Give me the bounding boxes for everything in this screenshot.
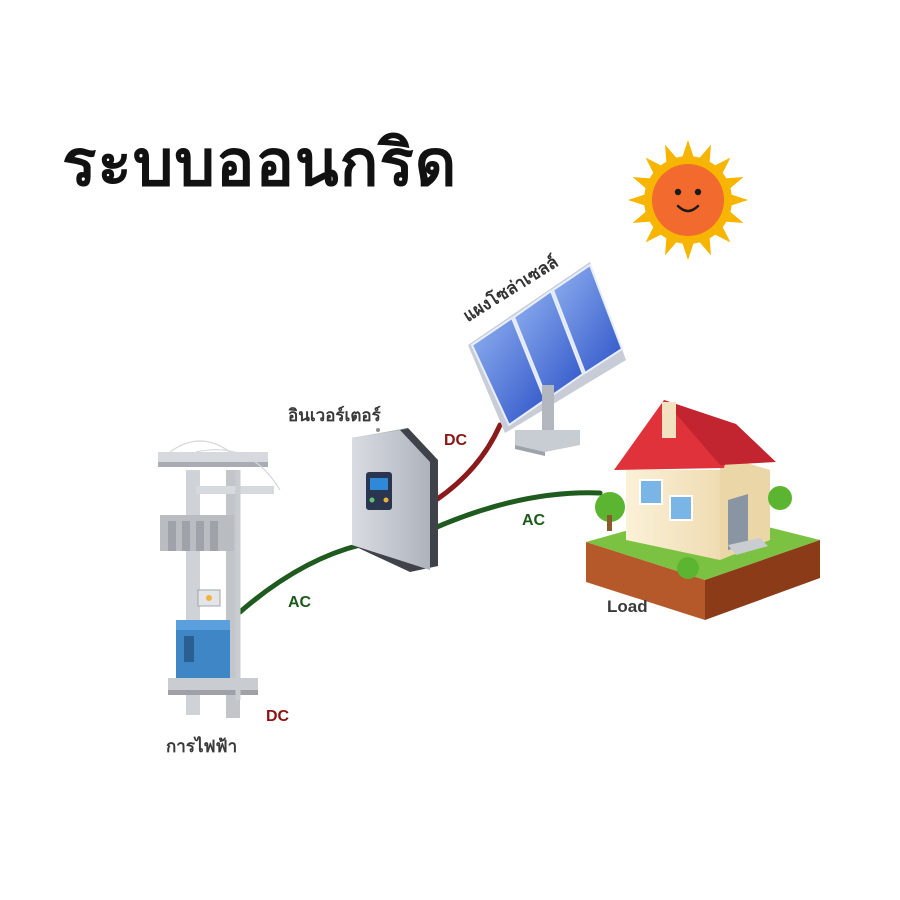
dc-grid-label: DC	[266, 708, 290, 725]
solar-panel-icon	[468, 262, 626, 456]
sun-icon	[628, 140, 748, 260]
house-icon	[586, 400, 820, 620]
inverter-icon	[352, 428, 438, 572]
ac-grid-label: AC	[288, 594, 312, 611]
dc-wire-solar	[433, 422, 503, 503]
sun-ray	[681, 239, 695, 260]
dc-solar-label: DC	[444, 432, 468, 449]
page-title: ระบบออนกริด	[62, 127, 458, 201]
sun-ray	[628, 193, 649, 207]
ac-wire-grid	[237, 542, 363, 615]
ac-wire-load	[427, 490, 603, 533]
load-label: Load	[607, 597, 648, 616]
ac-load-label: AC	[522, 512, 546, 529]
sun-ray	[727, 193, 748, 207]
sun-ray	[681, 140, 695, 161]
grid-label: การไฟฟ้า	[166, 737, 238, 756]
utility-pole-icon	[158, 440, 281, 718]
inverter-label: อินเวอร์เตอร์	[288, 406, 381, 425]
